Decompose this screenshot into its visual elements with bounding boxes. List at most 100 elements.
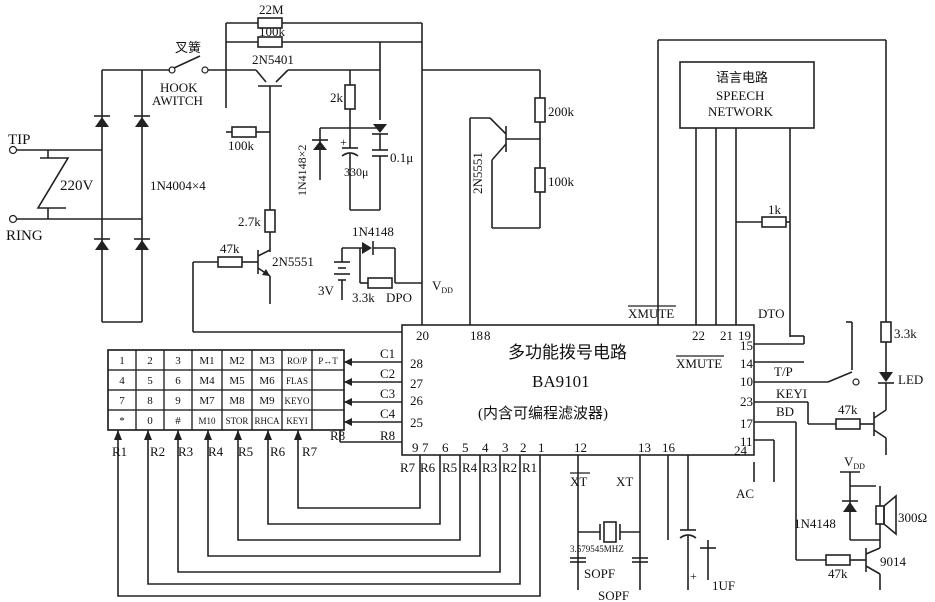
key-label: 0 <box>147 415 153 427</box>
q-2n5551-b-label: 2N5551 <box>470 152 485 194</box>
key-label: KEYI <box>286 416 308 426</box>
row-left-r3: R3 <box>178 444 193 459</box>
misc-wiring <box>269 300 271 304</box>
tip-label: TIP <box>8 132 31 148</box>
row-r8-b: R8 <box>380 428 395 443</box>
transistor-2n5551-b: 2N5551 200k 100k <box>422 69 575 325</box>
key-label: KEYO <box>285 396 310 406</box>
bridge-label: 1N4004×4 <box>150 178 206 193</box>
battery-label: 3V <box>318 283 335 298</box>
ic-name: BA9101 <box>532 372 590 391</box>
key-label: 9 <box>175 395 181 407</box>
pin-15: 15 <box>740 338 753 353</box>
pin-17: 17 <box>740 416 754 431</box>
pin-8: 8 <box>484 328 491 343</box>
battery-network: 3V 1N4148 3.3k DPO VDD <box>318 224 453 305</box>
key-label: 8 <box>147 395 153 407</box>
line-input: TIP RING 220V <box>6 132 94 244</box>
row-left-r6: R6 <box>270 444 286 459</box>
row-bottom-r2: R2 <box>502 460 517 475</box>
sopf-label: SOPF <box>584 566 615 581</box>
pin-10: 10 <box>740 374 753 389</box>
d1n4148-b-label: 1N4148 <box>794 516 836 531</box>
key-label: M7 <box>199 395 215 407</box>
pin-13: 13 <box>638 440 651 455</box>
key-label: 1 <box>119 355 125 367</box>
speech-network: 语言电路 SPEECH NETWORK 1k XMUTE DTO 3.3k LE… <box>628 39 923 400</box>
diodes-label: 1N4148×2 <box>295 145 309 196</box>
col-c2: C2 <box>380 366 395 381</box>
pin-1: 1 <box>538 440 545 455</box>
pin-12: 12 <box>574 440 587 455</box>
row-left-r2: R2 <box>150 444 165 459</box>
key-cell <box>311 369 345 391</box>
row-left-r5: R5 <box>238 444 253 459</box>
key-label: M6 <box>259 375 275 387</box>
pin-23: 23 <box>740 394 753 409</box>
crystal-label: 3.579545MHZ <box>570 544 624 554</box>
pin-2: 2 <box>520 440 527 455</box>
svg-text:+: + <box>340 135 347 149</box>
vdd-label: VDD <box>432 278 453 295</box>
pin-4: 4 <box>482 440 489 455</box>
key-label: M4 <box>199 375 215 387</box>
col-c4: C4 <box>380 406 396 421</box>
pin-14: 14 <box>740 356 754 371</box>
r22m-label: 22M <box>259 2 284 17</box>
keyi-label: KEYI <box>776 386 807 401</box>
key-label: M8 <box>229 395 245 407</box>
r47k-a-label: 47k <box>220 241 240 256</box>
key-label: 6 <box>175 375 181 387</box>
row-left-r4: R4 <box>208 444 224 459</box>
key-label: STOR <box>226 416 249 426</box>
column-wires: C1 C2 C3 C4 R8 R8 <box>330 346 402 443</box>
hook-label-2: AWITCH <box>152 93 203 108</box>
speaker-driver: VDD 1N4148 300Ω 47k 9014 <box>794 454 927 590</box>
col-c3: C3 <box>380 386 395 401</box>
oscillator: XT XT 3.579545MHZ SOPF SOPF + 1UF <box>570 455 735 602</box>
ic-title: 多功能拨号电路 <box>508 343 627 362</box>
key-label: 5 <box>147 375 153 387</box>
r100k-mid-label: 100k <box>228 138 255 153</box>
key-label: 2 <box>147 355 153 367</box>
pin-25: 25 <box>410 415 423 430</box>
key-label: M5 <box>229 375 245 387</box>
row-wires: R7 R6 R5 R4 R3 R2 R1 R1 R2 R3 R4 R5 R6 R… <box>112 430 541 597</box>
bridge-rectifier: 1N4004×4 <box>48 69 206 323</box>
r27k-label: 2.7k <box>238 214 261 229</box>
ic-ba9101: 多功能拨号电路 BA9101 (内含可编程滤波器) 20 18 8 22 21 … <box>401 324 755 458</box>
key-label: P↔T <box>318 356 338 366</box>
key-label: 4 <box>119 375 125 387</box>
sopf2-label: SOPF <box>598 588 629 602</box>
pin-11: 11 <box>740 434 753 449</box>
pin-19: 19 <box>738 328 751 343</box>
key-label: 7 <box>119 395 125 407</box>
q-2n5401-label: 2N5401 <box>252 52 294 67</box>
hook-cn-label: 叉簧 <box>175 40 201 55</box>
key-label: M3 <box>259 355 275 367</box>
key-label: RHCA <box>254 416 280 426</box>
r2k-label: 2k <box>330 90 344 105</box>
xmute-in-label: XMUTE <box>676 356 722 371</box>
pin-6: 6 <box>442 440 449 455</box>
ic-right-wiring: T/P KEYI 47k BD AC <box>736 321 887 561</box>
row-left-r7: R7 <box>302 444 318 459</box>
pin-18: 18 <box>470 328 483 343</box>
xmute-top-label: XMUTE <box>628 306 674 321</box>
pin-27: 27 <box>410 376 424 391</box>
c1uf-label: 1UF <box>712 578 735 593</box>
voltage-label: 220V <box>60 178 94 194</box>
dto-label: DTO <box>758 306 784 321</box>
row-bottom-r7: R7 <box>400 460 416 475</box>
key-cell <box>311 409 345 431</box>
speech-label-1: SPEECH <box>716 88 764 103</box>
r1k-label: 1k <box>768 202 782 217</box>
q-9014-label: 9014 <box>880 554 907 569</box>
key-label: # <box>175 415 181 427</box>
key-label: * <box>119 415 125 427</box>
pin-26: 26 <box>410 393 424 408</box>
key-label: M2 <box>229 355 244 367</box>
tp-label: T/P <box>774 364 793 379</box>
hook-label-1: HOOK <box>160 80 198 95</box>
